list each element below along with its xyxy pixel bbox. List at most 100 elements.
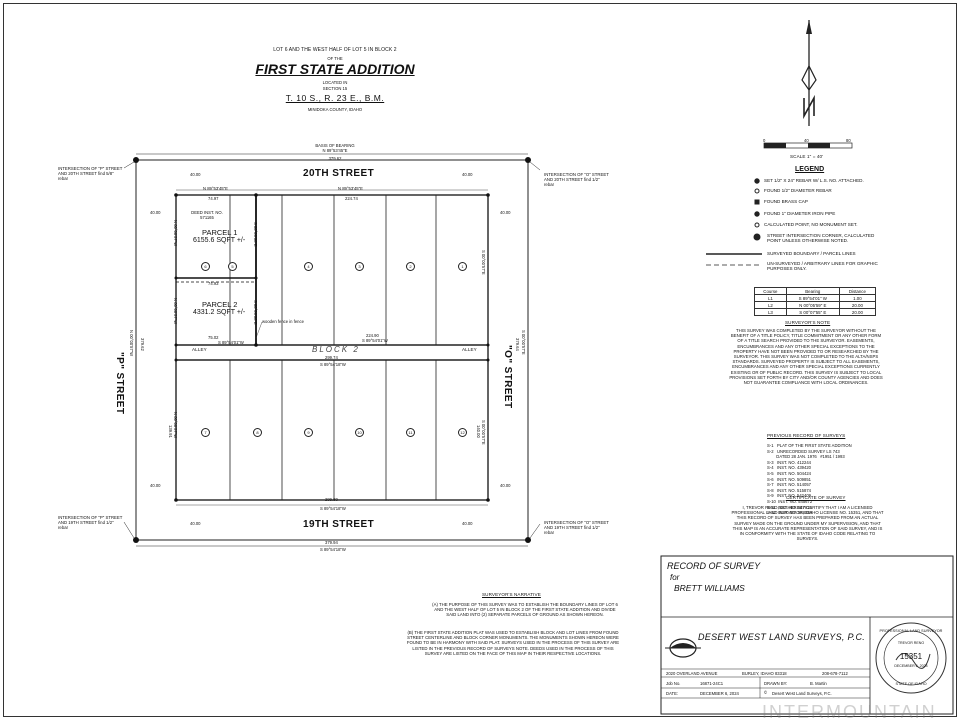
lot-south-7: 7 xyxy=(201,428,210,437)
header-township: T. 10 S., R. 23 E., B.M. xyxy=(285,93,385,103)
header-line2: OF THE xyxy=(327,56,343,61)
dim-s-40-e: 40.00 xyxy=(462,521,473,526)
dim-alley-bearing: S 89°54'01"W xyxy=(218,340,244,345)
dim-west-40: 40.00 xyxy=(150,210,161,215)
header-line1: LOT 6 AND THE WEST HALF OF LOT 5 IN BLOC… xyxy=(273,47,397,53)
dim-alley-south: 299.74 xyxy=(325,355,338,360)
dim-west-bearing-n: N 00°00'57"W xyxy=(173,220,178,247)
legend-item-found-rebar: FOUND 1/2" DIAMETER REBAR xyxy=(764,188,832,193)
lot-north-3: 3 xyxy=(355,262,364,271)
legend-item-arbitrary: UN-SURVEYED / ARBITRARY LINES FOR GRAPHI… xyxy=(767,261,878,271)
previous-record-item: S-6 INST. NO. 509851 xyxy=(767,476,811,482)
dim-top-distance: 224.74 xyxy=(345,196,358,201)
course-cell: S 00°07'55" E xyxy=(785,308,840,316)
intersection-sw: INTERSECTION OF "P" STREET AND 19TH STRE… xyxy=(58,515,123,531)
course-cell: 20.00 xyxy=(838,308,877,316)
dim-mid-bearing-2: S 00°06'38"E xyxy=(253,300,258,325)
legend-item-intersection: STREET INTERSECTION CORNER, CALCULATED P… xyxy=(767,233,875,243)
job-label: Job No. xyxy=(666,681,681,686)
previous-record-item: S-4 INST. NO. 439420 xyxy=(767,465,811,471)
company-logo-icon xyxy=(665,638,701,658)
legend-item-calculated: CALCULATED POINT, NO MONUMENT SET. xyxy=(764,222,858,227)
company-address: 2020 OVERLAND AVENUE xyxy=(666,671,718,676)
dim-mid-bearing: S 00°06'38"E xyxy=(253,222,258,247)
scale-tick-40: 40 xyxy=(804,138,809,143)
previous-record-item: DATED 28 JAN. 1976 #1951 / 1993 xyxy=(767,454,845,460)
header-title: FIRST STATE ADDITION xyxy=(255,61,415,77)
intersection-nw: INTERSECTION OF "P" STREET AND 20TH STRE… xyxy=(58,166,123,182)
course-header-distance: Distance xyxy=(838,287,877,295)
legend-item-brass-cap: FOUND BRASS CAP xyxy=(764,199,808,204)
dim-west-full-dist: 379.62 xyxy=(140,338,145,351)
north-arrow-icon xyxy=(801,20,817,126)
alley-left-label: ALLEY xyxy=(192,347,207,352)
drawn-by: B. Martin xyxy=(810,681,827,686)
intersection-ne: INTERSECTION OF "O" STREET AND 20TH STRE… xyxy=(544,172,609,188)
street-north-label: 20TH STREET xyxy=(303,168,375,179)
course-cell: S 89°54'01" W xyxy=(785,294,840,302)
watermark: INTERMOUNTAIN xyxy=(762,702,937,722)
dim-se-40: 40.00 xyxy=(500,483,511,488)
course-header-course: Course xyxy=(754,287,787,295)
seal-name: TREVOR RENO xyxy=(897,641,925,645)
narrative-title: SURVEYOR'S NARRATIVE xyxy=(482,592,541,597)
wood-fence-note: wooden fence in fence xyxy=(262,319,304,324)
dim-19th-bearing: S 89°54'18"W xyxy=(320,547,346,552)
block-label: BLOCK 2 xyxy=(312,345,360,354)
lot-north-4: 4 xyxy=(304,262,313,271)
dim-alley-north: 224.90 xyxy=(366,333,379,338)
lot-south-8: 8 xyxy=(253,428,262,437)
dim-p1-top: 74.97 xyxy=(208,196,219,201)
dim-west-full: N 00°00'57"W xyxy=(129,330,134,357)
dim-alley-bearing-2: S 89°54'01"W xyxy=(362,338,388,343)
dim-east-bearing-n: S 00°00'57"E xyxy=(481,250,486,275)
dim-s-40: 40.00 xyxy=(190,521,201,526)
dim-west-bearing-p2: N 00°00'57"W xyxy=(173,298,178,325)
course-cell: L3 xyxy=(754,308,787,316)
drawn-label: DRAWN BY: xyxy=(764,681,788,686)
previous-record-item: S-2 UNRECORDED SURVEY LS 743 xyxy=(767,448,840,454)
copyright-icon: © xyxy=(764,690,768,695)
certificate-title: CERTIFICATE OF SURVEY xyxy=(786,495,846,500)
date-label: DATE: xyxy=(666,691,679,696)
dim-east-bearing-s: S 00°00'57"E xyxy=(481,420,486,445)
course-cell: L2 xyxy=(754,301,787,309)
lot-south-10: 10 xyxy=(355,428,364,437)
header-line4: SECTION 15 xyxy=(322,86,348,91)
parcel-2-label: PARCEL 2 xyxy=(202,300,238,309)
previous-records-title: PREVIOUS RECORD OF SURVEYS xyxy=(767,433,846,438)
street-east-label: "O" STREET xyxy=(502,345,513,409)
course-cell: 20.00 xyxy=(838,301,877,309)
lot-south-9: 9 xyxy=(304,428,313,437)
dim-p1-bottom: 74.93 xyxy=(208,281,219,286)
deed-note: DEED INST. NO. 571165 xyxy=(191,210,223,220)
previous-record-item: S-3 INST. NO. 412244 xyxy=(767,459,811,465)
narrative-p1: (A) THE PURPOSE OF THIS SURVEY WAS TO ES… xyxy=(432,602,618,618)
street-south-label: 19TH STREET xyxy=(303,519,375,530)
course-cell: N 00°05'59" E xyxy=(785,301,840,309)
dim-west-bearing-s: N 00°00'57"W xyxy=(173,412,178,439)
date-value: DECEMBER 6, 2024 xyxy=(700,691,739,696)
seal-number: 15351 xyxy=(899,652,923,661)
parcel-1-area: 6155.6 SQFT +/- xyxy=(193,237,246,244)
course-cell: 1.00 xyxy=(838,294,877,302)
dim-19th-distance: 379.94 xyxy=(325,540,338,545)
previous-record-item: S-8 INST. NO. 515874 xyxy=(767,487,811,493)
basis-bearing: N 89°53'45"E xyxy=(322,148,348,153)
dim-alley-south-bearing: S 89°54'18"W xyxy=(320,362,346,367)
dim-south-distance: 299.80 xyxy=(325,497,338,502)
copyright-text: Desert West Land Surveys, P.C. xyxy=(772,691,832,696)
company-phone: 208-678-7112 xyxy=(822,671,848,676)
dim-east-40: 40.00 xyxy=(500,210,511,215)
previous-record-item: S-1 PLAT OF THE FIRST STATE ADDITION xyxy=(767,443,852,448)
lot-north-5: 5 xyxy=(228,262,237,271)
previous-record-item: S-5 INST. NO. 504424 xyxy=(767,470,811,476)
previous-record-item: S-11 INST. NO. 547815 xyxy=(767,504,812,510)
basis-distance: 379.62 xyxy=(328,156,342,161)
scale-bar xyxy=(763,142,853,149)
dim-south-bearing: S 89°54'18"W xyxy=(320,506,346,511)
lot-north-2: 2 xyxy=(406,262,415,271)
legend-item-boundary: SURVEYED BOUNDARY / PARCEL LINES xyxy=(767,251,856,256)
dim-p1-bearing: N 89°53'45"E xyxy=(203,186,228,191)
